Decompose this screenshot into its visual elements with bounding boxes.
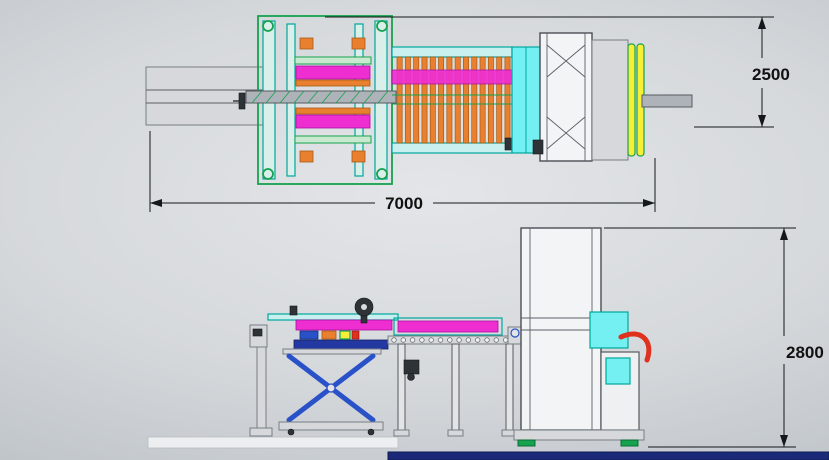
roller-bed <box>391 46 515 154</box>
scissor-mechanism <box>278 348 384 436</box>
main-frame <box>233 15 397 185</box>
red-hose <box>618 331 652 363</box>
foot-left <box>517 439 536 447</box>
foot-right <box>620 439 639 447</box>
dim-height-label: 2800 <box>786 343 824 362</box>
drive-knob <box>238 92 246 110</box>
dim-length-label: 7000 <box>385 194 423 213</box>
outfeed-conveyor <box>387 317 523 437</box>
scissor-lift <box>249 297 399 437</box>
top-view: 2500 7000 <box>145 15 790 213</box>
press-box <box>532 32 593 162</box>
handwheel <box>354 297 374 324</box>
inner-panel <box>605 357 631 385</box>
motor <box>403 359 420 381</box>
lift-control <box>249 324 273 437</box>
floor-plate <box>147 436 399 449</box>
ground-beam <box>387 451 829 460</box>
dim-width-label: 2500 <box>752 65 790 84</box>
dimension-2800: 2800 <box>604 227 824 448</box>
dimension-2500: 2500 <box>325 16 790 128</box>
end-housing <box>591 39 629 161</box>
dimension-7000: 7000 <box>149 131 656 213</box>
side-view: 2800 <box>147 227 829 460</box>
press-cabinet <box>513 227 645 447</box>
roller-bank <box>396 56 511 144</box>
sight-window <box>589 311 629 349</box>
yellow-clamp <box>627 43 645 157</box>
output-shaft <box>641 94 693 108</box>
